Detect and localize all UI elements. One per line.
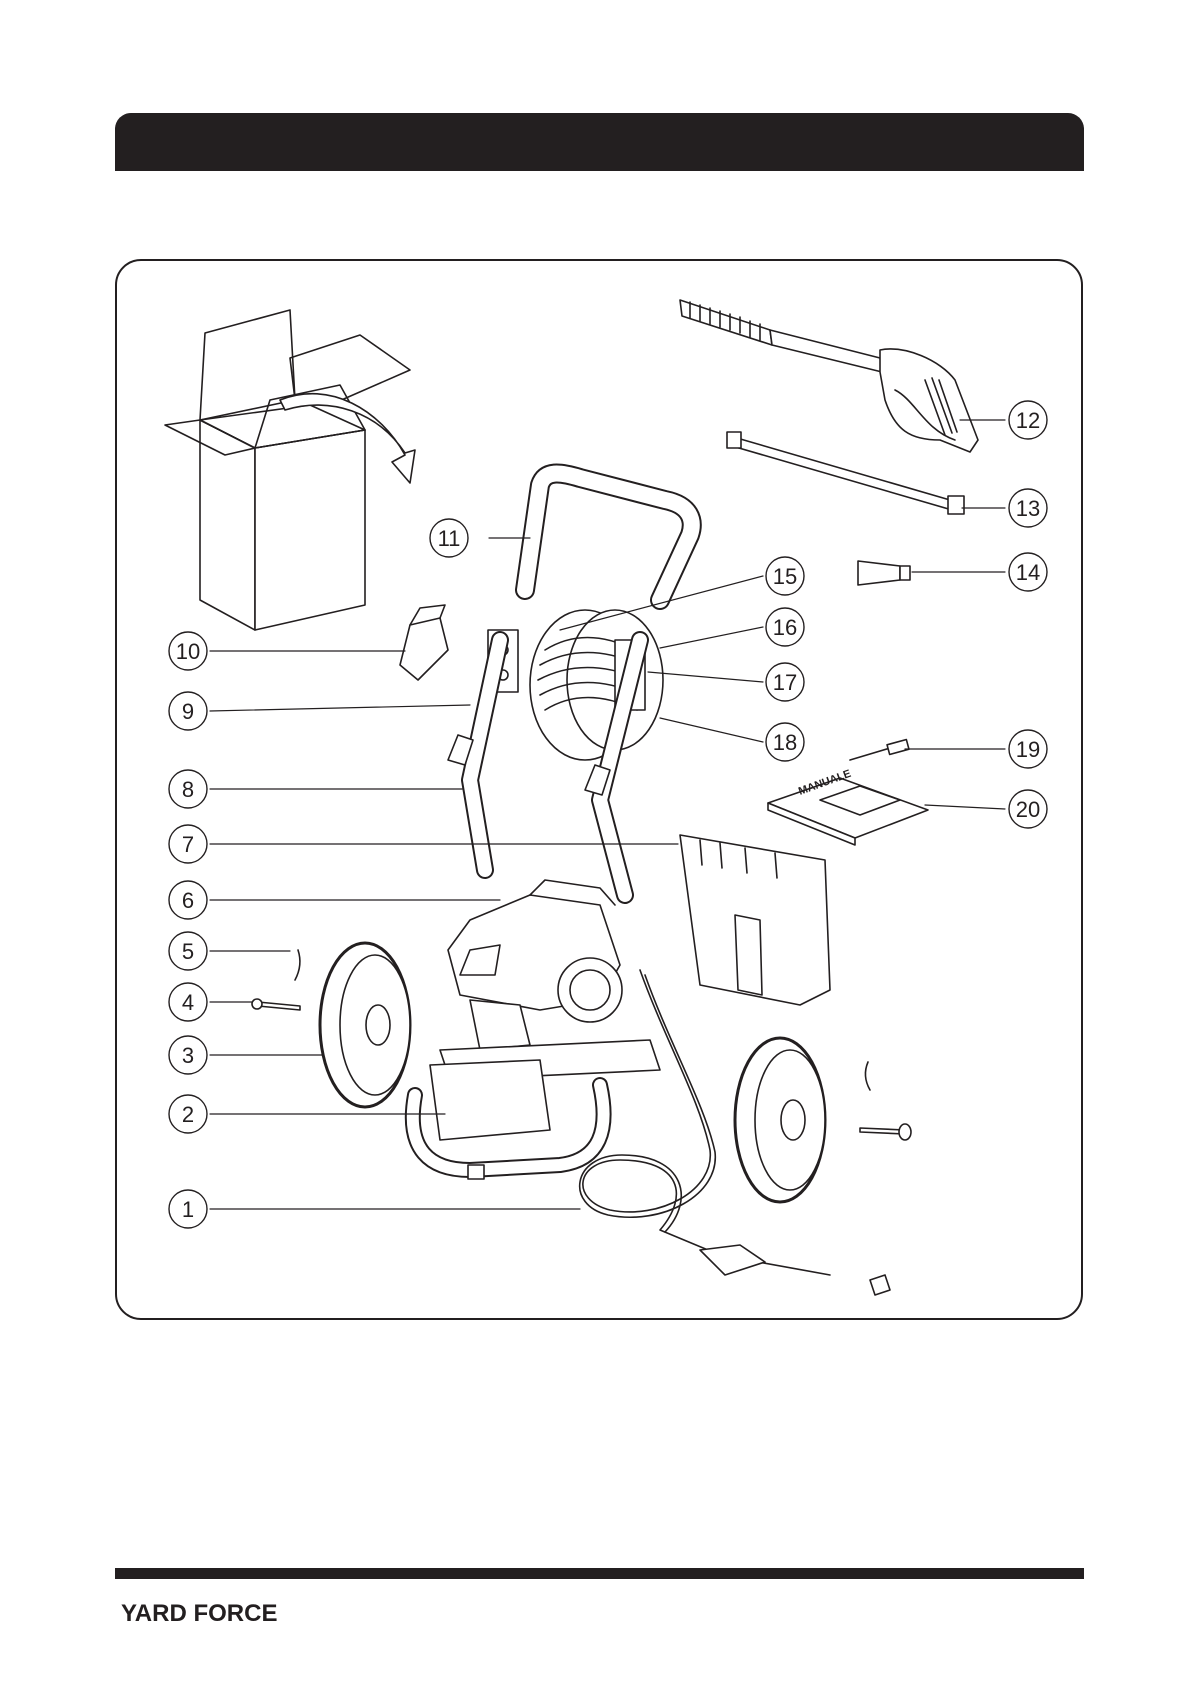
callout-label: 19 (1016, 737, 1040, 762)
callout-label: 13 (1016, 496, 1040, 521)
callout-1: 1 (169, 1190, 207, 1228)
callout-label: 9 (182, 699, 194, 724)
callout-19: 19 (1009, 730, 1047, 768)
callout-10: 10 (169, 632, 207, 670)
callout-label: 17 (773, 670, 797, 695)
nozzle-illustration (858, 561, 910, 585)
footer-rule (115, 1568, 1084, 1579)
callout-6: 6 (169, 881, 207, 919)
callout-label: 2 (182, 1102, 194, 1127)
callout-label: 8 (182, 777, 194, 802)
callout-4: 4 (169, 983, 207, 1021)
callout-label: 7 (182, 832, 194, 857)
callout-label: 12 (1016, 408, 1040, 433)
callout-8: 8 (169, 770, 207, 808)
rear-tray-illustration (680, 835, 830, 1005)
callout-label: 5 (182, 939, 194, 964)
callout-label: 11 (438, 526, 461, 551)
callout-label: 16 (773, 615, 797, 640)
callout-14: 14 (1009, 553, 1047, 591)
manual-booklet-illustration: MANUALE (768, 768, 928, 845)
callout-label: 6 (182, 888, 194, 913)
callout-3: 3 (169, 1036, 207, 1074)
callout-17: 17 (766, 663, 804, 701)
carton-box-illustration (165, 310, 415, 630)
callout-20: 20 (1009, 790, 1047, 828)
handle-illustration (525, 474, 692, 600)
cleaning-needle-illustration (850, 740, 909, 760)
callout-label: 3 (182, 1043, 194, 1068)
callout-12: 12 (1009, 401, 1047, 439)
callout-16: 16 (766, 608, 804, 646)
callout-18: 18 (766, 723, 804, 761)
gun-holder-illustration (400, 605, 448, 680)
callout-label: 15 (773, 564, 797, 589)
lance-illustration (727, 432, 964, 514)
callout-label: 18 (773, 730, 797, 755)
callout-7: 7 (169, 825, 207, 863)
callout-15: 15 (766, 557, 804, 595)
callout-label: 4 (182, 990, 194, 1015)
callout-label: 10 (176, 639, 200, 664)
brand-logo: YARD FORCE (121, 1600, 277, 1628)
callout-5: 5 (169, 932, 207, 970)
callout-9: 9 (169, 692, 207, 730)
callout-label: 1 (182, 1197, 194, 1222)
callout-label: 20 (1016, 797, 1040, 822)
callout-13: 13 (1009, 489, 1047, 527)
base-tank-illustration (413, 1060, 604, 1179)
callout-2: 2 (169, 1095, 207, 1133)
motor-pump-illustration (440, 880, 660, 1080)
spray-gun-illustration (680, 300, 978, 452)
callout-label: 14 (1016, 560, 1040, 585)
callout-11: 11 (430, 519, 468, 557)
